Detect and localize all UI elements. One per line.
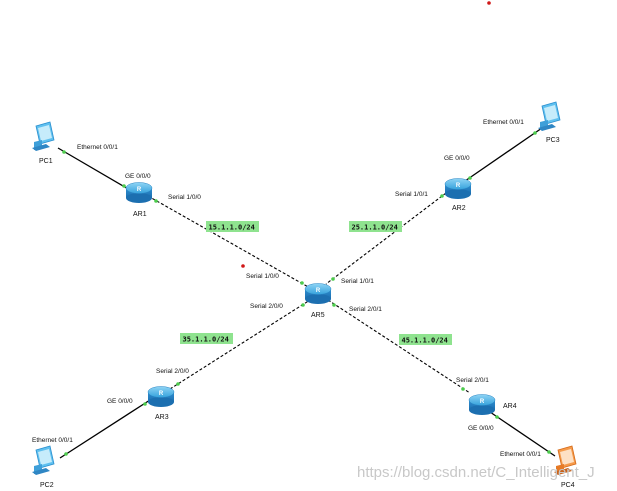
network-labels: 15.1.1.0/24 25.1.1.0/24 35.1.1.0/24 45.1… [180, 221, 452, 345]
stray-dot [487, 1, 491, 5]
interface-label-pc2-eth: Ethernet 0/0/1 [32, 437, 73, 444]
port-dot [547, 450, 551, 454]
port-dot [495, 415, 499, 419]
stray-dot [241, 264, 245, 268]
port-dot [461, 387, 465, 391]
link-ar4-pc4 [489, 411, 556, 457]
network-label-bg [399, 334, 452, 345]
pc-pc3-label: PC3 [546, 137, 560, 144]
network-label-ar3-ar5: 35.1.1.0/24 [183, 336, 229, 344]
links [57, 127, 556, 459]
router-ar4[interactable]: R [468, 394, 496, 416]
interface-label-ar5-s101: Serial 1/0/1 [341, 278, 374, 285]
router-ar1-label: AR1 [133, 211, 147, 218]
interface-label-ar4-ge: GE 0/0/0 [468, 425, 494, 432]
interface-label-pc4-eth: Ethernet 0/0/1 [500, 451, 541, 458]
pc-pc2-label: PC2 [40, 482, 54, 489]
interface-label-ar2-serial: Serial 1/0/1 [395, 191, 428, 198]
watermark-text: https://blog.csdn.net/C_Intelligent_J [357, 464, 595, 481]
router-ar2-label: AR2 [452, 205, 466, 212]
link-ar3-ar5 [169, 299, 311, 390]
interface-label-ar1-ge: GE 0/0/0 [125, 173, 151, 180]
link-ar2-ar5 [325, 189, 451, 285]
network-label-bg [206, 221, 259, 232]
network-label-bg [349, 221, 402, 232]
router-glyph: R [316, 288, 321, 294]
pc-pc1-label: PC1 [39, 158, 53, 165]
interface-label-pc3-eth: Ethernet 0/0/1 [483, 119, 524, 126]
port-dot [143, 402, 147, 406]
network-label-bg [180, 333, 233, 344]
port-dot [468, 176, 472, 180]
link-pc1-ar1 [57, 147, 131, 191]
interface-label-ar2-ge: GE 0/0/0 [444, 155, 470, 162]
network-label-ar1-ar5: 15.1.1.0/24 [209, 224, 255, 232]
port-dot [533, 131, 537, 135]
router-glyph: R [456, 183, 461, 189]
network-label-ar4-ar5: 45.1.1.0/24 [402, 337, 448, 345]
interface-label-ar5-s200: Serial 2/0/0 [250, 303, 283, 310]
port-dot [62, 150, 66, 154]
port-dot [331, 277, 335, 281]
link-ar5-ar4 [327, 299, 471, 394]
pc-pc1-icon[interactable] [31, 121, 55, 152]
router-glyph: R [137, 187, 142, 193]
link-ar1-ar5 [147, 195, 311, 289]
router-ar3[interactable]: R [147, 386, 175, 408]
port-dot [176, 382, 180, 386]
interface-label-ar5-s100: Serial 1/0/0 [246, 273, 279, 280]
pc-pc4-label: PC4 [561, 482, 575, 489]
interface-label-ar5-s201: Serial 2/0/1 [349, 306, 382, 313]
port-dot [301, 303, 305, 307]
network-label-ar2-ar5: 25.1.1.0/24 [352, 224, 398, 232]
link-pc2-ar3 [59, 399, 151, 459]
router-glyph: R [159, 391, 164, 397]
interface-labels: Ethernet 0/0/1 GE 0/0/0 Serial 1/0/0 Eth… [32, 119, 541, 458]
link-pc3-ar2 [464, 127, 543, 182]
router-ar2[interactable]: R [444, 178, 472, 200]
port-dot [64, 452, 68, 456]
interface-label-ar3-ge: GE 0/0/0 [107, 398, 133, 405]
router-ar5-label: AR5 [311, 312, 325, 319]
pc-pc3-icon[interactable] [537, 101, 561, 132]
interface-label-ar4-serial: Serial 2/0/1 [456, 377, 489, 384]
router-ar1[interactable]: R [125, 182, 153, 204]
port-dot [154, 199, 158, 203]
port-dot [122, 184, 126, 188]
router-ar4-label: AR4 [503, 403, 517, 410]
port-dot [440, 194, 444, 198]
port-dot [332, 303, 336, 307]
interface-label-ar3-serial: Serial 2/0/0 [156, 368, 189, 375]
pc-pc2-icon[interactable] [31, 445, 55, 476]
interface-label-ar1-serial: Serial 1/0/0 [168, 194, 201, 201]
router-ar5[interactable]: R [304, 283, 332, 305]
port-dot [300, 281, 304, 285]
port-indicators [62, 131, 551, 456]
router-glyph: R [480, 399, 485, 405]
interface-label-pc1-eth: Ethernet 0/0/1 [77, 144, 118, 151]
router-ar3-label: AR3 [155, 414, 169, 421]
